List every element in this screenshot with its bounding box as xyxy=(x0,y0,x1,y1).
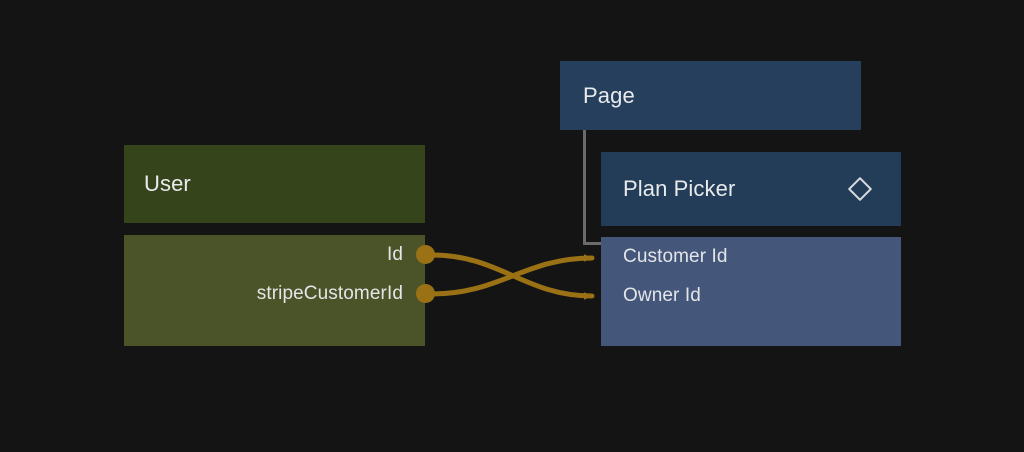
field-label-user-id: Id xyxy=(386,243,403,265)
port-user-stripecustomerid[interactable] xyxy=(416,284,435,303)
node-plan-picker[interactable]: Plan Picker Customer Id Owner Id xyxy=(601,152,901,346)
node-plan-picker-title: Plan Picker xyxy=(623,176,736,201)
field-label-user-stripecustomerid: stripeCustomerId xyxy=(256,282,403,304)
node-user[interactable]: User Id stripeCustomerId xyxy=(124,145,425,346)
node-user-header: User xyxy=(124,145,425,223)
node-page[interactable]: Page xyxy=(560,61,861,130)
edge-page-to-plan-picker xyxy=(583,130,601,245)
diamond-icon xyxy=(847,176,873,202)
node-plan-picker-header: Plan Picker xyxy=(601,152,901,226)
node-page-header: Page xyxy=(560,61,861,130)
field-row-user-id[interactable]: Id xyxy=(124,235,425,274)
node-user-title: User xyxy=(144,171,191,196)
node-page-title: Page xyxy=(583,82,635,108)
field-label-owner-id: Owner Id xyxy=(623,284,701,306)
field-row-customer-id[interactable]: Customer Id xyxy=(601,237,901,276)
field-label-customer-id: Customer Id xyxy=(623,245,728,267)
edge-id-to-owner-id xyxy=(429,252,595,300)
node-plan-picker-body: Customer Id Owner Id xyxy=(601,237,901,346)
edge-stripecustomerid-to-customer-id xyxy=(429,254,595,297)
node-user-body: Id stripeCustomerId xyxy=(124,235,425,346)
port-user-id[interactable] xyxy=(416,245,435,264)
field-row-owner-id[interactable]: Owner Id xyxy=(601,276,901,315)
field-row-user-stripecustomerid[interactable]: stripeCustomerId xyxy=(124,274,425,313)
